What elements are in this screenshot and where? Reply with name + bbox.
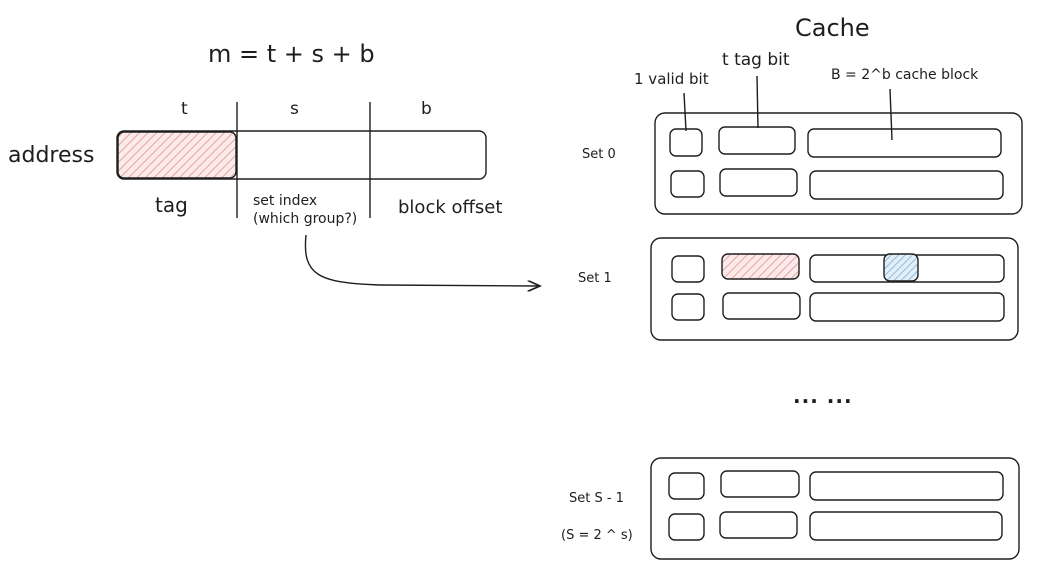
- set-index-title: set index: [253, 193, 318, 209]
- tag-cell: [720, 470, 800, 498]
- address-bar: [116, 130, 487, 180]
- tag-cell: [718, 126, 796, 155]
- block-cell: [809, 471, 1004, 501]
- address-width-formula: m = t + s + b: [208, 40, 375, 68]
- valid-bit-cell: [671, 293, 705, 321]
- tag-cell-highlighted: [721, 253, 800, 280]
- set-last-label: Set S - 1: [569, 491, 624, 506]
- block-pointer: [889, 88, 893, 141]
- block-offset-label: block offset: [398, 197, 503, 218]
- block-cell: [807, 128, 1002, 158]
- tag-cell: [719, 168, 798, 197]
- block-cell: [809, 170, 1004, 200]
- valid-bit-cell: [668, 472, 705, 500]
- set-field-width-label: s: [290, 99, 299, 119]
- set-1-label: Set 1: [578, 271, 612, 286]
- block-cell: [809, 292, 1005, 322]
- address-label: address: [8, 143, 95, 168]
- tag-cell: [722, 292, 801, 320]
- tag-bit-pointer: [756, 75, 759, 129]
- block-byte-highlight: [883, 253, 919, 282]
- set-0-label: Set 0: [582, 147, 616, 162]
- tag-cell: [719, 511, 798, 539]
- cache-set-0: [654, 112, 1023, 215]
- set-index-arrow: [304, 234, 540, 286]
- tag-bit-label: t tag bit: [722, 50, 790, 70]
- tag-label: tag: [155, 193, 188, 217]
- set-count-note: (S = 2 ^ s): [561, 528, 633, 543]
- valid-bit-cell: [670, 170, 705, 198]
- tag-field-width-label: t: [181, 99, 188, 119]
- cache-set-1: [650, 237, 1019, 341]
- tag-field-highlight: [117, 131, 237, 179]
- valid-bit-cell: [669, 128, 703, 157]
- valid-bit-cell: [671, 255, 705, 283]
- block-field-width-label: b: [421, 99, 432, 119]
- set-index-note: (which group?): [253, 210, 358, 227]
- valid-bit-label: 1 valid bit: [634, 70, 709, 88]
- cache-block-label: B = 2^b cache block: [831, 67, 979, 83]
- valid-bit-cell: [668, 513, 705, 541]
- valid-bit-pointer: [683, 92, 687, 132]
- more-sets-ellipsis: ... ...: [793, 384, 853, 408]
- block-cell: [809, 511, 1003, 541]
- cache-set-last: [650, 457, 1020, 560]
- set-index-label: set index (which group?): [253, 193, 357, 228]
- cache-title: Cache: [795, 14, 870, 42]
